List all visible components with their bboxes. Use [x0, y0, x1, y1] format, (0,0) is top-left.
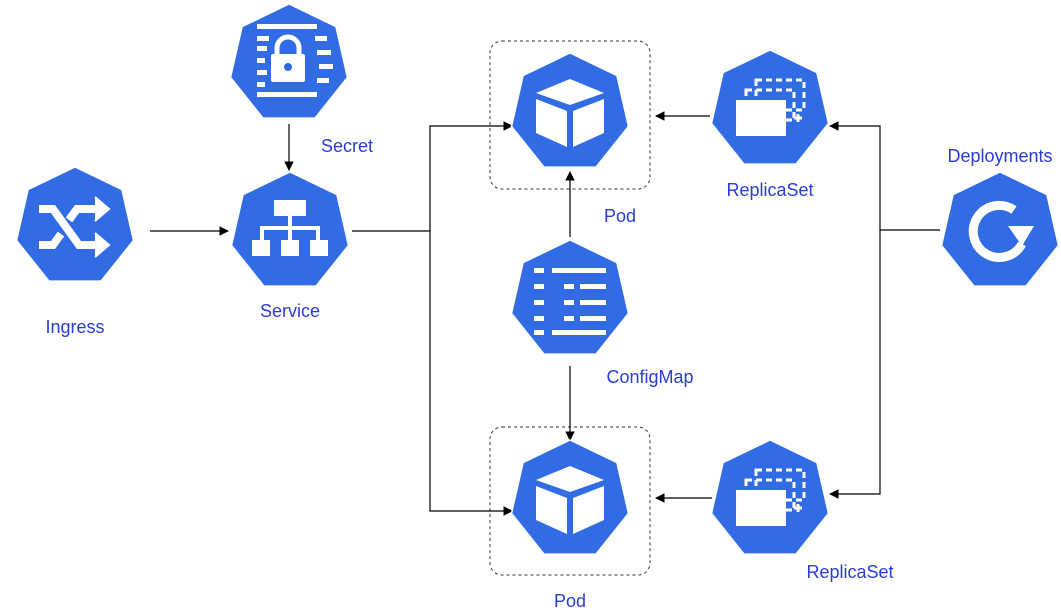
edges — [150, 111, 940, 516]
service-node[interactable]: Service — [230, 171, 350, 321]
replicaset-top-node[interactable]: ReplicaSet — [710, 49, 830, 200]
replicaset-bottom-node[interactable]: ReplicaSet — [710, 439, 894, 582]
pod-top-label: Pod — [604, 206, 636, 226]
replicaset-stack-icon — [736, 78, 806, 136]
edge-deployments-replicaset-top — [829, 121, 940, 231]
secret-node[interactable]: Secret — [229, 3, 374, 156]
ingress-node[interactable]: Ingress — [15, 166, 135, 337]
deployments-heptagon — [940, 171, 1060, 287]
ingress-heptagon — [15, 166, 135, 282]
deployment-cycle-icon — [968, 200, 1034, 262]
pod-top-group — [489, 40, 651, 190]
configmap-list-icon — [534, 268, 606, 335]
pod-cube-icon — [536, 466, 604, 534]
edge-deployments-replicaset-bottom — [829, 230, 881, 499]
deployments-node[interactable]: Deployments — [940, 146, 1060, 287]
pod-cube-icon — [536, 79, 604, 147]
configmap-label: ConfigMap — [606, 367, 693, 387]
ingress-label: Ingress — [45, 317, 104, 337]
pod-bottom-heptagon — [510, 439, 630, 555]
service-hierarchy-icon — [252, 200, 328, 256]
ingress-shuffle-icon — [39, 196, 111, 258]
pod-bottom-node[interactable]: Pod — [510, 439, 630, 611]
replicaset-top-label: ReplicaSet — [726, 180, 813, 200]
service-label: Service — [260, 301, 320, 321]
edge-service-pod-bottom — [429, 231, 513, 516]
edge-service-pod-top — [352, 121, 513, 232]
configmap-heptagon — [510, 239, 630, 355]
configmap-node[interactable]: ConfigMap — [510, 239, 694, 387]
pod-bottom-label: Pod — [554, 591, 586, 611]
replicaset-bottom-label: ReplicaSet — [806, 562, 893, 582]
replicaset-stack-icon — [736, 468, 806, 526]
secret-label: Secret — [321, 136, 373, 156]
secret-lock-icon — [257, 24, 333, 97]
pod-top-node[interactable]: Pod — [510, 52, 637, 226]
deployments-label: Deployments — [947, 146, 1052, 166]
pod-top-heptagon — [510, 52, 630, 168]
